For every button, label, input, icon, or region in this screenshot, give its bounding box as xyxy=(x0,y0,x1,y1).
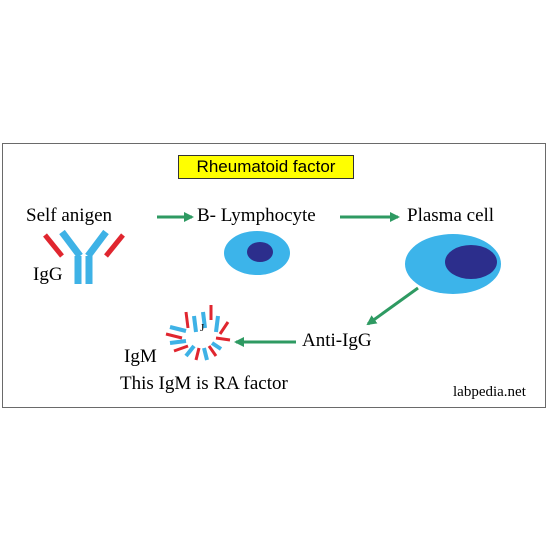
watermark: labpedia.net xyxy=(453,384,526,400)
igm-note: This IgM is RA factor xyxy=(120,373,288,394)
plasma-cell-label: Plasma cell xyxy=(407,205,495,226)
b-lymphocyte-cell xyxy=(224,231,290,275)
plasma-cell xyxy=(405,234,501,294)
b-lymphocyte-label: B- Lymphocyte xyxy=(197,205,316,226)
igg-label: IgG xyxy=(33,264,63,285)
diagram-title: Rheumatoid factor xyxy=(178,155,354,179)
igg-antibody-icon xyxy=(43,229,125,284)
igm-label: IgM xyxy=(124,346,157,367)
arrow-plasma-to-antiigg xyxy=(366,286,419,326)
anti-igg-label: Anti-IgG xyxy=(302,330,372,351)
self-antigen-label: Self anigen xyxy=(26,205,113,226)
igm-pentamer-icon xyxy=(165,305,231,361)
j-chain-label: J xyxy=(200,322,205,334)
